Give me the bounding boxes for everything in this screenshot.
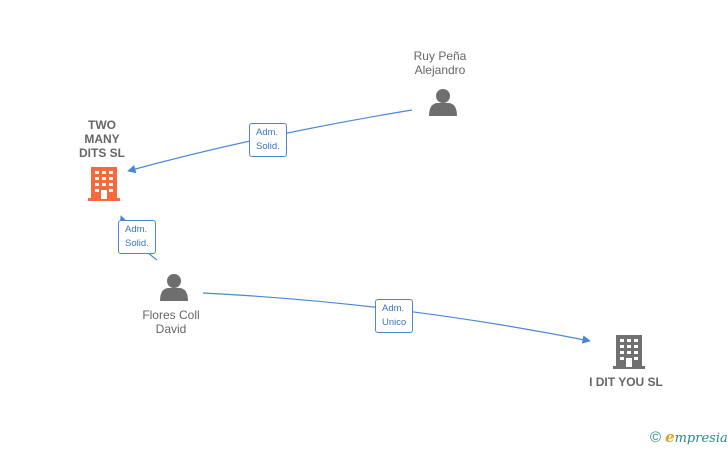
building-icon[interactable]	[613, 335, 645, 369]
empresia-watermark: © empresia	[650, 428, 728, 446]
node-label-ruy-pena-alejandro[interactable]: Ruy Peña Alejandro	[413, 49, 467, 77]
node-label-two-many-dits-sl[interactable]: TWO MANY DITS SL	[78, 118, 125, 160]
brand-logo: empresia	[665, 428, 728, 446]
node-label-flores-coll-david[interactable]: Flores Coll David	[142, 308, 200, 336]
node-label-i-dit-you-sl[interactable]: I DIT YOU SL	[589, 375, 663, 389]
building-icon[interactable]	[88, 167, 120, 201]
edge-label-flores-adm-solid[interactable]: Adm. Solid.	[118, 220, 156, 254]
copyright-symbol: ©	[650, 428, 662, 446]
edge-label-flores-adm-unico[interactable]: Adm. Unico	[375, 299, 414, 333]
edge-label-ruy-adm-solid[interactable]: Adm. Solid.	[249, 123, 287, 157]
person-icon[interactable]	[160, 274, 188, 301]
person-icon[interactable]	[429, 89, 457, 116]
